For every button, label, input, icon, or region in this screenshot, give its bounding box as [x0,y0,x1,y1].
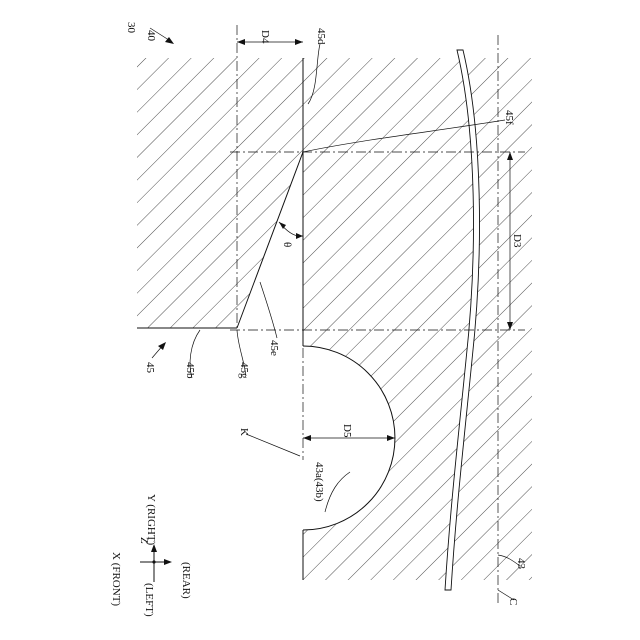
leader-45-arrow [158,342,166,350]
label-40: 40 [145,30,157,42]
part-45-body [137,58,303,328]
axis-label-left: (LEFT) [143,583,155,617]
axis-z-point [152,560,155,563]
theta-arrow-b [296,233,303,239]
label-45f: 45f [503,110,515,125]
dim-d4-arrow-left [237,39,245,45]
label-d3: D3 [511,234,523,248]
label-43a43b: 43a(43b) [313,462,325,502]
dim-d5-arrow-left [303,435,311,441]
label-45d: 45d [315,28,327,45]
leader-k [246,434,300,456]
label-c: C [507,598,519,605]
axis-label-y: Y (RIGHT) [145,494,157,546]
label-45: 45 [144,362,156,374]
label-45b: 45b [184,362,196,379]
label-45g: 45g [238,362,250,379]
label-45e: 45e [268,340,280,356]
dim-d4-arrow-right [295,39,303,45]
leader-43a [325,472,350,512]
axis-label-x: X (FRONT) [110,552,122,606]
label-30: 30 [125,22,137,34]
label-k: K [238,428,250,436]
label-theta: θ [281,242,293,247]
theta-arrow-a [279,222,286,229]
axis-label-rear: (REAR) [180,562,192,599]
axis-y-arrow [164,559,172,565]
label-d5: D5 [341,424,353,438]
dim-d5-arrow-right [387,435,395,441]
leader-45e [260,282,277,338]
label-d4: D4 [259,30,271,44]
label-43: 43 [515,558,527,570]
